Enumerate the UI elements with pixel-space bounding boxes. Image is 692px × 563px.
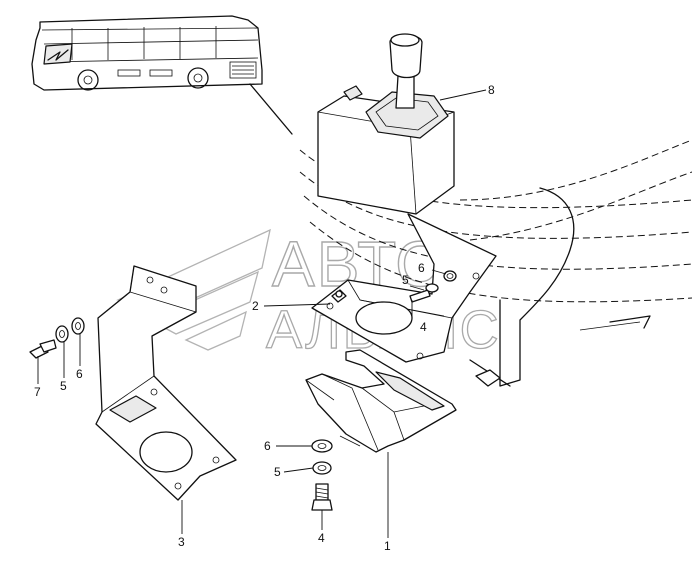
callout-5-left: 5 — [60, 379, 67, 393]
callout-6-upper: 6 — [418, 261, 425, 275]
bracket-part-3 — [95, 265, 237, 501]
bottom-fasteners — [311, 439, 333, 511]
callout-4-upper: 4 — [420, 320, 427, 334]
callout-labels: 8 2 5 6 4 7 5 6 3 6 5 4 1 — [34, 83, 495, 553]
left-fasteners — [29, 317, 85, 359]
callout-5-upper: 5 — [402, 273, 409, 287]
callout-1: 1 — [384, 539, 391, 553]
callout-7: 7 — [34, 385, 41, 399]
bracket-part-1 — [305, 349, 457, 453]
gear-shift-console — [299, 33, 692, 387]
callout-6-lower: 6 — [264, 439, 271, 453]
callout-3: 3 — [178, 535, 185, 549]
callout-4-lower: 4 — [318, 531, 325, 545]
callout-8: 8 — [488, 83, 495, 97]
mounting-plate-part-2 — [311, 213, 497, 363]
bus-thumbnail — [31, 15, 293, 135]
callout-2: 2 — [252, 299, 259, 313]
callout-6-left: 6 — [76, 367, 83, 381]
callout-5-lower: 5 — [274, 465, 281, 479]
leader-lines — [37, 89, 487, 538]
